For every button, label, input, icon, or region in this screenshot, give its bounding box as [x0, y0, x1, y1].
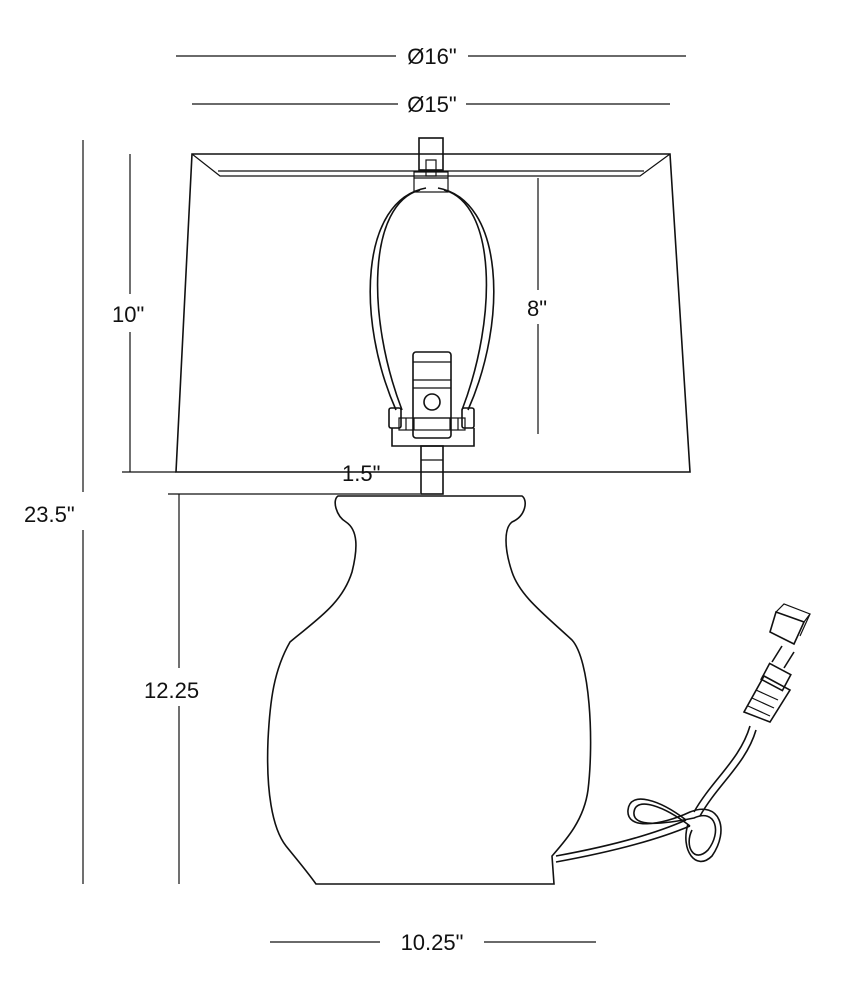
neck-height-label: 1.5"	[342, 461, 380, 486]
shade-inner-diameter-label: Ø15"	[407, 92, 456, 117]
lamp-base-icon	[266, 495, 592, 885]
dimension-shade-top-diameter: Ø16"	[176, 44, 686, 69]
plug-icon	[742, 603, 811, 723]
base-height-label: 12.25	[144, 678, 199, 703]
dimension-overall-height: 23.5"	[24, 140, 84, 884]
harp-icon	[369, 137, 495, 429]
overall-height-label: 23.5"	[24, 502, 75, 527]
shade-height-label: 10"	[112, 302, 144, 327]
dimension-shade-inner-diameter: Ø15"	[192, 92, 670, 117]
dimension-neck-height: 1.5"	[342, 461, 380, 486]
power-cord-icon	[555, 725, 757, 863]
harp-height-label: 8"	[527, 296, 547, 321]
dimension-base-height: 12.25	[144, 493, 420, 884]
dimension-harp-height: 8"	[527, 178, 547, 434]
socket-icon	[391, 351, 475, 495]
shade-top-diameter-label: Ø16"	[407, 44, 456, 69]
dimension-shade-height: 10"	[112, 154, 176, 473]
base-width-label: 10.25"	[401, 930, 464, 955]
dimension-base-width: 10.25"	[270, 930, 596, 955]
lamp-shade-icon	[175, 153, 691, 473]
